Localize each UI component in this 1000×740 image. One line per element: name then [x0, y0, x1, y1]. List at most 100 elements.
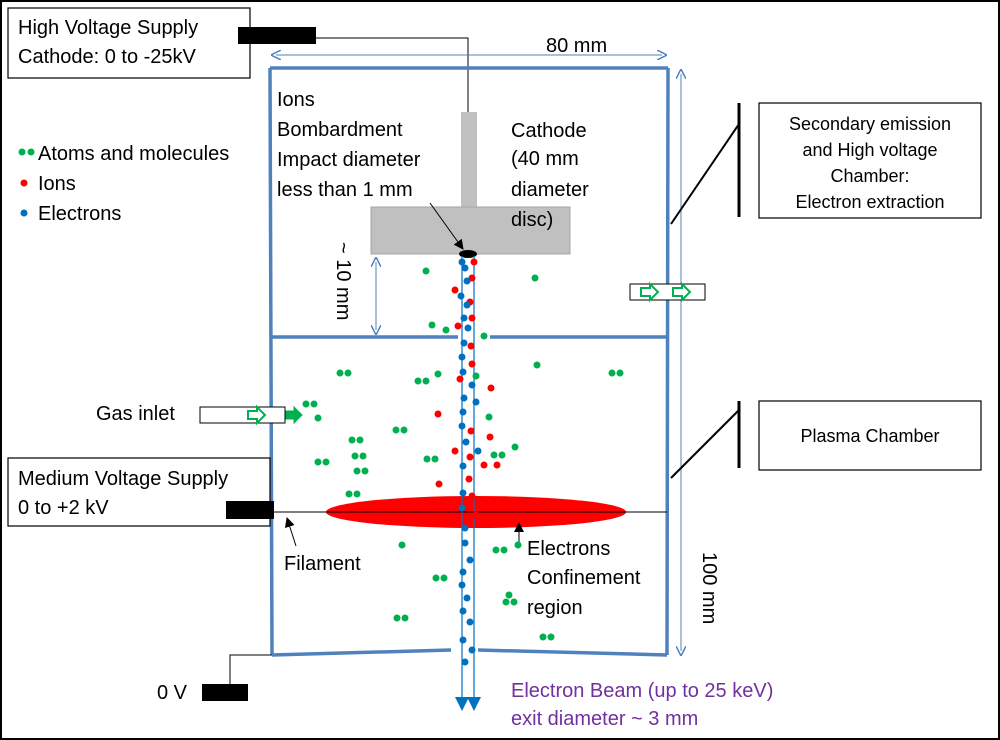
ions-label-line1: Ions	[277, 89, 315, 111]
secondary-emission-box: Secondary emission and High voltage Cham…	[758, 102, 982, 219]
ion	[451, 447, 459, 455]
electron	[461, 658, 469, 666]
electron	[461, 539, 469, 547]
cathode-label-line1: Cathode	[511, 120, 587, 142]
electron	[457, 292, 465, 300]
atom-molecule	[531, 274, 539, 282]
atom-molecule	[361, 467, 369, 475]
ion	[467, 427, 475, 435]
gas-flow-arrow-icon	[285, 405, 303, 425]
electron	[464, 324, 472, 332]
atom-molecule	[351, 452, 359, 460]
pump-arrow-icon-1	[640, 281, 660, 303]
atom-molecule	[547, 633, 555, 641]
atom-molecule	[345, 490, 353, 498]
ion	[467, 342, 475, 350]
ions-label-line3: Impact diameter	[277, 149, 421, 171]
impact-spot	[459, 250, 477, 258]
filament-label: Filament	[284, 553, 361, 575]
chamber-walls	[268, 66, 670, 657]
atom-molecule	[434, 370, 442, 378]
electron	[461, 524, 469, 532]
atom-molecule	[302, 400, 310, 408]
secondary-bracket-pointer	[670, 123, 740, 225]
hv-wire	[316, 37, 469, 112]
electron	[459, 489, 467, 497]
electron-beam-label: Electron Beam (up to 25 keV)	[511, 680, 773, 702]
atom-molecule	[500, 546, 508, 554]
atom-molecule	[539, 633, 547, 641]
legend-ion-swatch	[20, 179, 28, 187]
ion	[468, 314, 476, 322]
ion	[465, 475, 473, 483]
hv-connector	[238, 27, 316, 44]
ion	[468, 492, 476, 500]
atom-molecule	[480, 332, 488, 340]
gap-dimension-label: ~ 10 mm	[332, 242, 354, 320]
atom-molecule	[393, 614, 401, 622]
electron	[460, 314, 468, 322]
filament-pointer	[284, 517, 297, 547]
electron	[460, 339, 468, 347]
plasma-chamber-label: Plasma Chamber	[800, 426, 939, 446]
mv-supply-title: Medium Voltage Supply	[18, 468, 228, 490]
electron	[463, 594, 471, 602]
electron	[463, 301, 471, 309]
plasma-bracket-pointer	[670, 409, 740, 479]
ions-label-line2: Bombardment	[277, 119, 403, 141]
atom-molecule	[608, 369, 616, 377]
atom-molecule	[310, 400, 318, 408]
legend-atom-swatch-b	[27, 148, 35, 156]
atom-molecule	[423, 455, 431, 463]
legend-atom-swatch-a	[18, 148, 26, 156]
pump-arrow-icon-2	[672, 281, 692, 303]
atom-molecule	[422, 267, 430, 275]
atom-molecule	[400, 426, 408, 434]
legend-electrons-label: Electrons	[38, 203, 121, 225]
electron	[459, 368, 467, 376]
electron	[463, 277, 471, 285]
particles-group	[302, 258, 624, 666]
gas-inlet-pipe	[199, 406, 286, 424]
confinement-label-line3: region	[527, 597, 583, 619]
secondary-label-line2: and High voltage	[802, 140, 937, 160]
electron	[466, 618, 474, 626]
atom-molecule	[348, 436, 356, 444]
atom-molecule	[510, 598, 518, 606]
atom-molecule	[490, 451, 498, 459]
electron	[458, 258, 466, 266]
ions-label-line4: less than 1 mm	[277, 179, 413, 201]
atom-molecule	[392, 426, 400, 434]
confinement-label-line1: Electrons	[527, 538, 610, 560]
plasma-chamber-box: Plasma Chamber	[758, 400, 982, 471]
atom-molecule	[344, 369, 352, 377]
ion	[487, 384, 495, 392]
atom-molecule	[356, 436, 364, 444]
cathode-stem	[461, 112, 477, 208]
secondary-label-line4: Electron extraction	[795, 192, 944, 212]
electron	[468, 381, 476, 389]
atom-molecule	[359, 452, 367, 460]
atom-molecule	[505, 591, 513, 599]
ion	[454, 322, 462, 330]
atom-molecule	[353, 467, 361, 475]
legend: Atoms and molecules Ions Electrons	[18, 143, 229, 225]
atom-molecule	[616, 369, 624, 377]
electron	[458, 422, 466, 430]
hv-supply-range: Cathode: 0 to -25kV	[18, 46, 197, 68]
atom-molecule	[440, 574, 448, 582]
ground-label: 0 V	[157, 682, 188, 704]
atom-molecule	[422, 377, 430, 385]
gas-inlet-arrow-icon	[247, 404, 267, 426]
electron	[458, 504, 466, 512]
ion	[435, 480, 443, 488]
atom-molecule	[398, 541, 406, 549]
legend-electron-swatch	[20, 209, 28, 217]
ion	[451, 286, 459, 294]
atom-molecule	[533, 361, 541, 369]
ion	[486, 433, 494, 441]
mv-supply-range: 0 to +2 kV	[18, 497, 109, 519]
atom-molecule	[514, 541, 522, 549]
ion	[468, 360, 476, 368]
